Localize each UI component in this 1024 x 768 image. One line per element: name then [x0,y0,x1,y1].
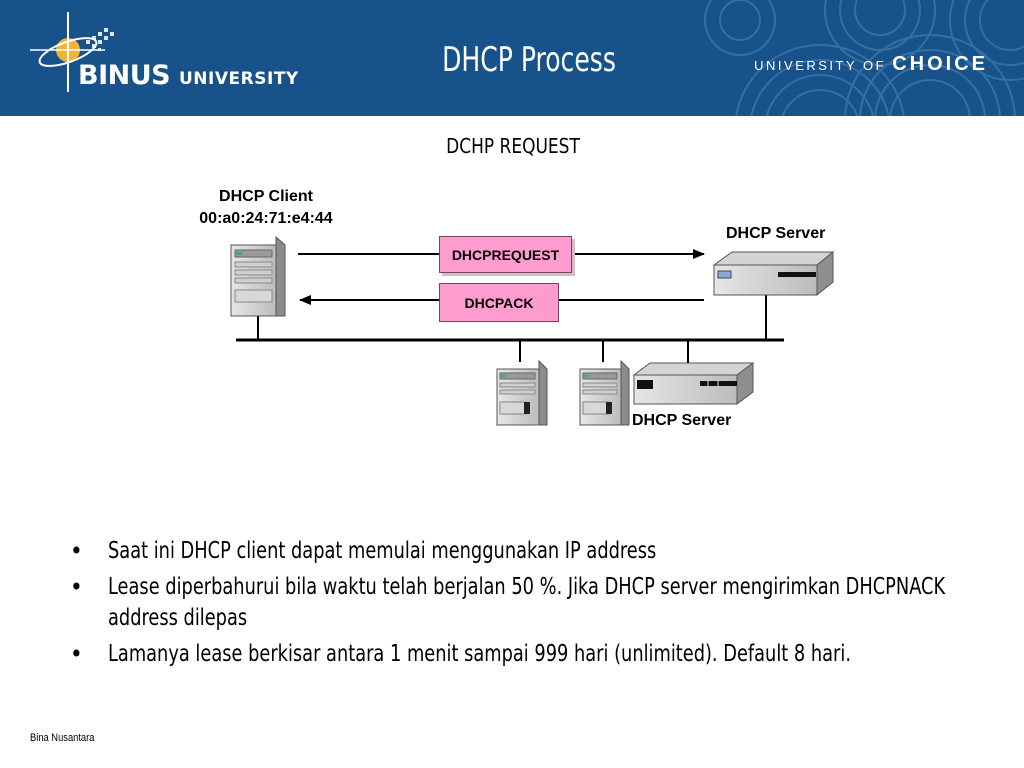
client-mac: 00:a0:24:71:e4:44 [199,210,333,227]
bullet-list: Saat ini DHCP client dapat memulai mengg… [70,536,950,675]
bottom-server-label: DHCP Server [632,412,732,429]
slide-header: BINUS UNIVERSITY DHCP Process UNIVERSITY… [0,0,1024,116]
university-tagline: UNIVERSITY OF CHOICE [754,53,988,75]
network-bus [236,294,784,364]
binus-logo-icon [30,12,114,92]
section-subtitle: DCHP REQUEST [446,134,580,158]
dhcprequest-packet: DHCPREQUEST [439,236,572,273]
top-server-label: DHCP Server [726,225,826,242]
bottom-tower-1-icon [496,359,548,426]
logo-wordmark: BINUS UNIVERSITY [78,60,299,91]
client-label: DHCP Client 00:a0:24:71:e4:44 [180,186,352,230]
footer-text: Bina Nusantara [30,732,95,744]
top-server-icon [712,250,835,297]
bottom-server-icon [632,362,755,405]
slide-title: DHCP Process [442,40,616,80]
bullet-item: Saat ini DHCP client dapat memulai mengg… [70,536,950,567]
header-arc-pattern [704,0,1024,116]
bottom-tower-2-icon [579,359,630,426]
bullet-item: Lease diperbahurui bila waktu telah berj… [70,572,950,634]
bullet-item: Lamanya lease berkisar antara 1 menit sa… [70,639,950,670]
dhcpack-packet: DHCPACK [439,283,559,322]
client-name: DHCP Client [219,188,313,205]
client-tower-icon [230,235,286,317]
